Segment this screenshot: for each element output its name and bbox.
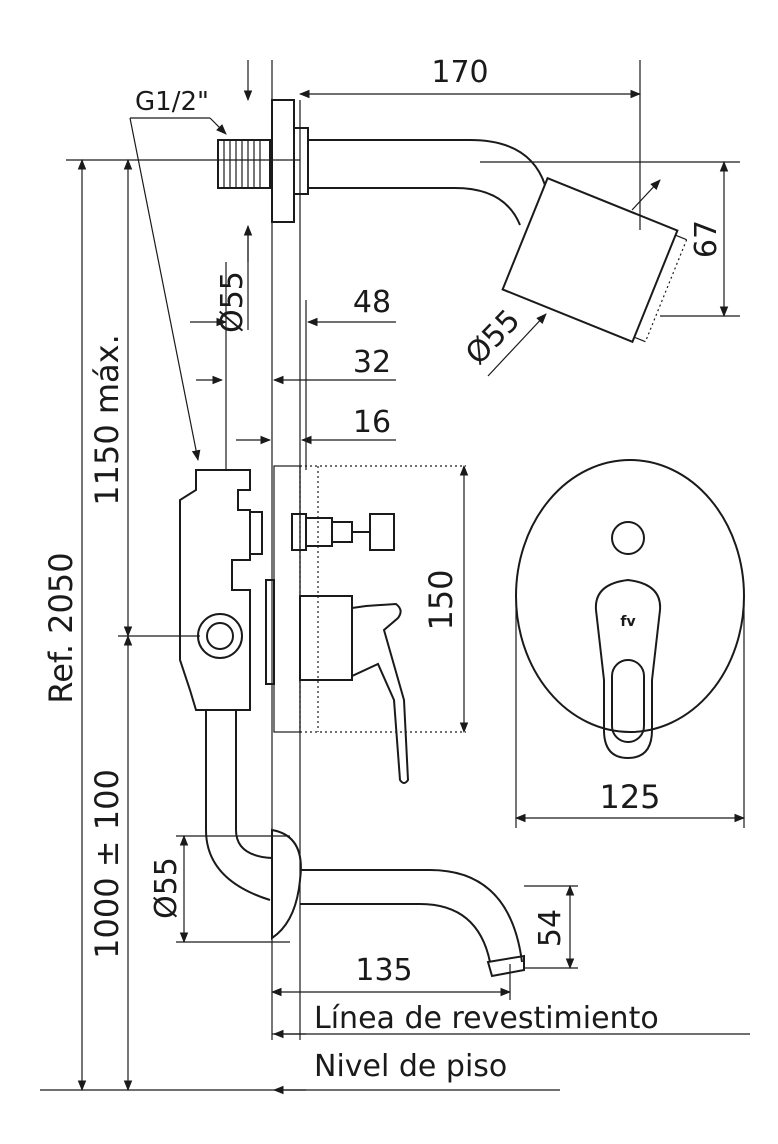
dim-flange-diameter: Ø55 [190, 262, 250, 470]
dim-67: 67 [480, 160, 740, 318]
dim-16-label: 16 [353, 405, 391, 440]
dim-48-label: 48 [353, 285, 391, 320]
brand-logo: fv [620, 614, 635, 630]
dim-16: 16 [236, 405, 396, 445]
dim-54: 54 [524, 884, 578, 970]
dim-125: 125 [514, 596, 746, 828]
dim-150-label: 150 [422, 569, 460, 630]
dim-thread: G1/2" [129, 87, 227, 462]
dim-spout-flange-diameter: Ø55 [149, 834, 290, 944]
cladding-label-group: Línea de revestimiento [272, 1001, 659, 1039]
dim-ref-2050-label: Ref. 2050 [42, 552, 80, 703]
dim-135: 135 [270, 953, 512, 1000]
floor-label: Nivel de piso [314, 1049, 507, 1084]
valve-body [179, 465, 466, 901]
dim-125-label: 125 [599, 778, 660, 816]
dim-1150-label: 1150 máx. [88, 334, 126, 506]
spout [271, 828, 525, 978]
dim-150: 150 [422, 464, 469, 734]
floor-label-group: Nivel de piso [272, 1049, 507, 1095]
dim-head-diameter: Ø55 [459, 303, 547, 377]
dim-head-diameter-label: Ø55 [459, 303, 527, 372]
front-plate: fv [515, 459, 745, 760]
dim-135-label: 135 [355, 953, 412, 988]
dim-170: 170 [298, 55, 642, 230]
shower-arm-assembly [217, 99, 688, 344]
dim-67-label: 67 [689, 220, 724, 258]
dim-spout-flange-diameter-label: Ø55 [149, 857, 184, 919]
dim-170-label: 170 [431, 55, 488, 90]
dim-1150: 1150 máx. [88, 158, 200, 638]
dim-32: 32 [196, 345, 396, 385]
dim-1000-label: 1000 ± 100 [88, 769, 126, 959]
dim-ref-2050: Ref. 2050 [42, 158, 300, 1092]
cladding-label: Línea de revestimiento [314, 1001, 659, 1036]
dim-1000: 1000 ± 100 [88, 634, 133, 1092]
dim-thread-label: G1/2" [135, 87, 209, 117]
dim-54-label: 54 [533, 909, 568, 947]
dim-flange-diameter-label: Ø55 [215, 271, 250, 333]
dim-32-label: 32 [353, 345, 391, 380]
